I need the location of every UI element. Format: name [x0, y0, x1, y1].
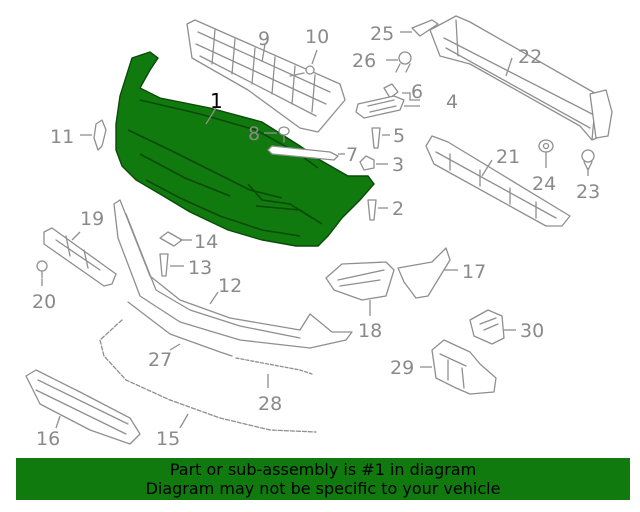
callout-4[interactable]: 4: [446, 91, 458, 113]
part-27-trim-strip[interactable]: [127, 301, 313, 375]
callout-7[interactable]: 7: [346, 144, 358, 166]
callout-15[interactable]: 15: [156, 428, 180, 450]
part-13-screw[interactable]: [159, 253, 169, 277]
part-15-lower-molding[interactable]: [99, 319, 317, 433]
part-17-bracket[interactable]: [397, 247, 451, 299]
banner-line-1: Part or sub-assembly is #1 in diagram: [169, 460, 477, 479]
callout-9[interactable]: 9: [258, 28, 270, 50]
callout-5[interactable]: 5: [393, 125, 405, 147]
part-26-screw[interactable]: [395, 51, 412, 73]
callout-14[interactable]: 14: [194, 231, 218, 253]
leader-1: [205, 107, 217, 125]
part-18-vent-trim[interactable]: [325, 261, 395, 301]
part-16-lower-grille[interactable]: [25, 369, 141, 445]
part-20-screw[interactable]: [36, 260, 48, 279]
callout-16[interactable]: 16: [36, 428, 60, 450]
callout-22[interactable]: 22: [518, 46, 542, 68]
notice-banner-background: [16, 458, 630, 500]
callout-13[interactable]: 13: [188, 257, 212, 279]
notice-banner: Part or sub-assembly is #1 in diagram Di…: [16, 458, 630, 500]
leader-22: [505, 57, 513, 77]
callout-12[interactable]: 12: [218, 275, 242, 297]
leader-10: [311, 49, 318, 65]
part-21-absorber[interactable]: [425, 135, 571, 227]
part-24-nut[interactable]: [538, 139, 554, 153]
callout-26[interactable]: 26: [352, 50, 376, 72]
leader-19: [71, 231, 81, 241]
banner-line-2: Diagram may not be specific to your vehi…: [145, 479, 501, 498]
leader-27: [169, 343, 181, 351]
callout-8[interactable]: 8: [248, 123, 260, 145]
part-6-trim[interactable]: [355, 83, 405, 119]
part-30-module[interactable]: [469, 309, 505, 345]
leader-21: [481, 159, 493, 177]
callout-19[interactable]: 19: [80, 208, 104, 230]
callout-10[interactable]: 10: [305, 26, 329, 48]
callout-3[interactable]: 3: [392, 154, 404, 176]
callout-6[interactable]: 6: [411, 81, 423, 103]
callout-30[interactable]: 30: [520, 320, 544, 342]
leader-12: [209, 291, 219, 305]
callout-11[interactable]: 11: [50, 126, 74, 148]
part-10-screw[interactable]: [289, 65, 315, 77]
part-23-screw[interactable]: [581, 149, 595, 171]
part-25-clip[interactable]: [411, 19, 439, 37]
callout-18[interactable]: 18: [358, 320, 382, 342]
part-2-screw[interactable]: [367, 199, 377, 221]
callout-20[interactable]: 20: [32, 291, 56, 313]
callout-24[interactable]: 24: [532, 173, 556, 195]
part-8-clip[interactable]: [278, 126, 290, 143]
part-11-bracket[interactable]: [93, 119, 107, 151]
part-12-lower-panel[interactable]: [113, 199, 353, 349]
part-22-reinforcement[interactable]: [429, 15, 613, 141]
callout-25[interactable]: 25: [370, 23, 394, 45]
part-1-bumper-cover[interactable]: [115, 51, 375, 247]
callout-23[interactable]: 23: [576, 181, 600, 203]
part-9-upper-grille[interactable]: [186, 19, 346, 133]
leader-4-6: [402, 92, 420, 107]
part-14-bracket[interactable]: [159, 231, 183, 247]
callout-29[interactable]: 29: [390, 357, 414, 379]
callout-27[interactable]: 27: [148, 349, 172, 371]
leader-16: [55, 415, 61, 429]
callout-21[interactable]: 21: [496, 146, 520, 168]
part-29-bracket-module[interactable]: [431, 339, 497, 395]
part-3-nut[interactable]: [359, 155, 375, 171]
leader-15: [179, 413, 189, 429]
callout-28[interactable]: 28: [258, 393, 282, 415]
callout-2[interactable]: 2: [392, 198, 404, 220]
callout-17[interactable]: 17: [462, 261, 486, 283]
part-7-strip[interactable]: [267, 145, 339, 161]
part-5-screw[interactable]: [371, 127, 381, 149]
leader-9: [261, 43, 266, 63]
part-19-bracket[interactable]: [43, 227, 117, 287]
callout-1[interactable]: 1: [210, 89, 223, 113]
